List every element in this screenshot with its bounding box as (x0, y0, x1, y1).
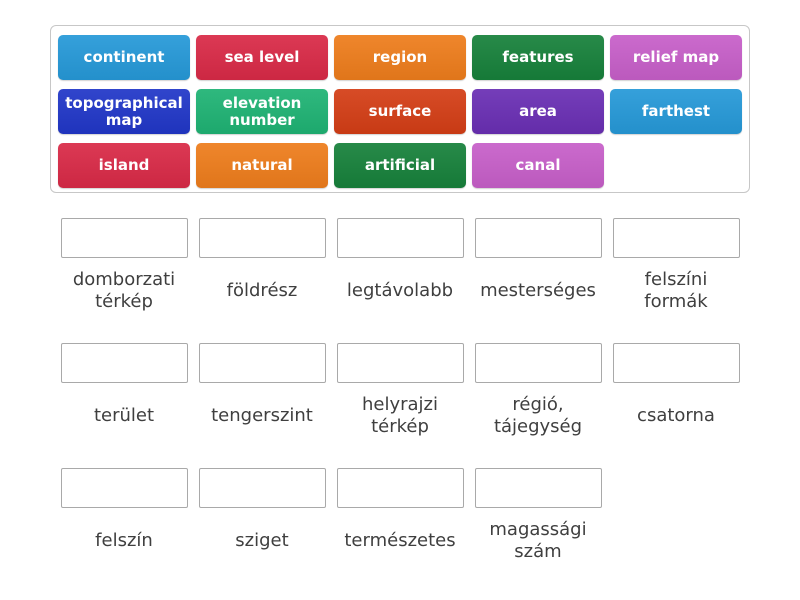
match-label-wrap: terület (94, 393, 154, 439)
match-label: régió, tájegység (493, 394, 583, 437)
match-label: felszíni formák (644, 269, 708, 312)
match-label-wrap: helyrajzi térkép (337, 393, 463, 439)
match-label-wrap: tengerszint (211, 393, 313, 439)
match-slot-tengerszint: tengerszint (193, 343, 331, 468)
match-slot-termeszetes: természetes (331, 468, 469, 593)
word-tile-elevation-number[interactable]: elevation number (196, 89, 328, 134)
match-slot-magassagi-szam: magassági szám (469, 468, 607, 593)
match-label-wrap: felszíni formák (613, 268, 739, 314)
match-label: legtávolabb (346, 280, 454, 302)
drop-zone[interactable] (60, 218, 188, 258)
word-tile-region[interactable]: region (334, 35, 466, 80)
match-label-wrap: legtávolabb (347, 268, 453, 314)
drop-zone[interactable] (198, 218, 326, 258)
match-slot-sziget: sziget (193, 468, 331, 593)
match-label: felszín (95, 530, 153, 552)
match-label-wrap: régió, tájegység (475, 393, 601, 439)
match-slot-legtavolabb: legtávolabb (331, 218, 469, 343)
answer-grid: domborzati térkép földrész legtávolabb m… (55, 218, 745, 593)
match-label-wrap: domborzati térkép (61, 268, 187, 314)
match-slot-mesterseges: mesterséges (469, 218, 607, 343)
drop-zone[interactable] (474, 468, 602, 508)
word-tile-sea-level[interactable]: sea level (196, 35, 328, 80)
word-tile-natural[interactable]: natural (196, 143, 328, 188)
drop-zone[interactable] (612, 218, 740, 258)
match-slot-felszini-formak: felszíni formák (607, 218, 745, 343)
match-slot-felszin: felszín (55, 468, 193, 593)
match-label: mesterséges (480, 280, 596, 302)
match-slot-helyrajzi-terkep: helyrajzi térkép (331, 343, 469, 468)
word-tile-artificial[interactable]: artificial (334, 143, 466, 188)
match-label: sziget (235, 530, 289, 552)
match-label: domborzati térkép (72, 269, 176, 312)
match-label-wrap: magassági szám (475, 518, 601, 564)
word-tile-continent[interactable]: continent (58, 35, 190, 80)
drop-zone[interactable] (60, 468, 188, 508)
match-label: természetes (344, 530, 456, 552)
drop-zone[interactable] (474, 218, 602, 258)
word-tile-area[interactable]: area (472, 89, 604, 134)
word-tile-topographical-map[interactable]: topographical map (58, 89, 190, 134)
match-label-wrap: csatorna (637, 393, 715, 439)
match-slot-terulet: terület (55, 343, 193, 468)
word-tile-farthest[interactable]: farthest (610, 89, 742, 134)
drop-zone[interactable] (336, 218, 464, 258)
match-slot-foldresz: földrész (193, 218, 331, 343)
match-slot-regio-tajegyseg: régió, tájegység (469, 343, 607, 468)
drop-zone[interactable] (336, 468, 464, 508)
word-bank-panel: continent sea level region features reli… (50, 25, 750, 193)
match-label: terület (93, 405, 155, 427)
match-label: magassági szám (489, 519, 587, 562)
word-tile-canal[interactable]: canal (472, 143, 604, 188)
drop-zone[interactable] (474, 343, 602, 383)
match-slot-domborzati-terkep: domborzati térkép (55, 218, 193, 343)
match-label: tengerszint (211, 405, 313, 427)
word-tile-grid: continent sea level region features reli… (58, 35, 742, 188)
drop-zone[interactable] (336, 343, 464, 383)
drop-zone[interactable] (612, 343, 740, 383)
match-label-wrap: földrész (227, 268, 298, 314)
match-label: földrész (226, 280, 298, 302)
match-label-wrap: természetes (344, 518, 455, 564)
match-slot-csatorna: csatorna (607, 343, 745, 468)
match-label-wrap: felszín (95, 518, 153, 564)
word-tile-surface[interactable]: surface (334, 89, 466, 134)
match-label-wrap: sziget (235, 518, 288, 564)
drop-zone[interactable] (198, 468, 326, 508)
word-tile-island[interactable]: island (58, 143, 190, 188)
drop-zone[interactable] (60, 343, 188, 383)
drop-zone[interactable] (198, 343, 326, 383)
match-label-wrap: mesterséges (480, 268, 596, 314)
word-tile-relief-map[interactable]: relief map (610, 35, 742, 80)
match-label: helyrajzi térkép (361, 394, 439, 437)
match-label: csatorna (637, 405, 715, 427)
word-tile-features[interactable]: features (472, 35, 604, 80)
